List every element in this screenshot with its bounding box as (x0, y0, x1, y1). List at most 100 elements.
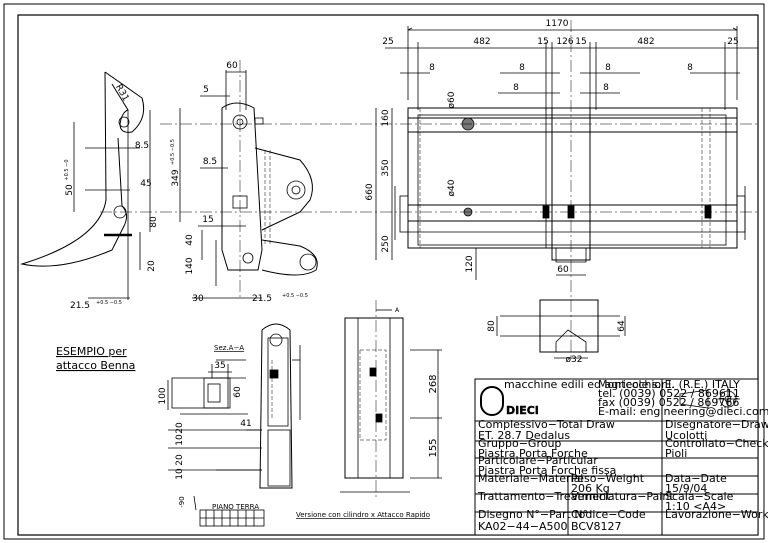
dim-64-pin: 64 (617, 320, 627, 332)
piano-terra-label: PIANO TERRA (212, 503, 259, 511)
dim-side-21-5-center-tol: +0.5 −0.5 (282, 293, 308, 299)
particolare-label: Particolare−Particular (478, 454, 598, 467)
dim-482-left: 482 (473, 37, 490, 47)
cylinder-view (340, 300, 442, 500)
dim-side-80: 80 (149, 216, 159, 228)
peso-label: Peso−Weight (571, 472, 645, 485)
dim-8-a: 8 (429, 63, 435, 73)
disegnatore-value: Ucolotti (665, 429, 707, 442)
dim-160: 160 (381, 109, 391, 126)
dim-detail-10-a: 10 (175, 434, 185, 446)
dim-detail-20-b: 20 (175, 454, 185, 466)
dim-8-e: 8 (513, 83, 519, 93)
dim-side-5: 5 (203, 85, 209, 95)
dim-detail-35: 35 (214, 361, 225, 371)
gruppo-value: Piastra Porta Forche (478, 447, 588, 460)
dim-detail-268: 268 (428, 374, 439, 393)
dim-side-15: 15 (202, 215, 213, 225)
dim-dia40: ø40 (447, 179, 457, 196)
lavorazione-label: Lavorazione−Working (665, 508, 768, 521)
company-logo: DIECI (506, 404, 539, 417)
section-a-a (216, 323, 301, 489)
dim-side-20: 20 (147, 260, 157, 272)
dim-25-left: 25 (382, 37, 393, 47)
dim-8-c: 8 (605, 63, 611, 73)
dim-side-45: 45 (140, 179, 151, 189)
disegnatore-label: Disegnatore−Drawn (665, 418, 768, 431)
dim-60-front: 60 (557, 265, 569, 275)
dim-side-30: 30 (192, 294, 204, 304)
bucket-hook (20, 71, 151, 300)
trattamento-label: Trattamento−Treatment (477, 490, 611, 503)
codice-value: BCV8127 (571, 520, 622, 533)
dim-8-f: 8 (603, 83, 609, 93)
ground-symbol (193, 495, 265, 527)
dim-detail-60: 60 (233, 386, 243, 398)
dim-detail-41: 41 (240, 419, 251, 429)
company-fax: fax (0039) 0522 / 869766 (598, 396, 739, 409)
esempio-line1: ESEMPIO per (56, 345, 127, 358)
peso-value: 206 Kg (571, 482, 610, 495)
dim-25-right: 25 (727, 37, 738, 47)
dim-side-50: 50 (65, 184, 75, 196)
dim-side-40: 40 (185, 234, 195, 246)
dim-dia60: ø60 (447, 91, 457, 108)
disegno-value: KA02−44−A500 (478, 520, 568, 533)
dim-dia32: ø32 (566, 355, 583, 365)
dim-126: 126 (556, 37, 573, 47)
dim-8-b: 8 (519, 63, 525, 73)
codice-label: Codice−Code (571, 508, 646, 521)
inner-border (17, 14, 759, 536)
left-detail (167, 364, 262, 471)
complessivo-label: Complessivo−Total Draw (478, 418, 615, 431)
company-details: Montecchio E. (R.E.) ITALY (598, 378, 740, 391)
controllato-label: Controllato−Checked (665, 437, 768, 450)
dim-side-60: 60 (226, 61, 238, 71)
dim-350: 350 (381, 159, 391, 176)
drawing-labels: ESEMPIO per attacco Benna Sez.A−A A PIAN… (56, 307, 430, 519)
scala-value: 1:10 <A4> (665, 500, 726, 513)
dim-side-8-5-left: 8.5 (135, 141, 149, 151)
dim-1170: 1170 (546, 19, 569, 29)
projection-symbol-icon (679, 387, 740, 411)
complessivo-value: ET. 28.7 Dedalus (478, 429, 570, 442)
dim-detail-90: -90 (178, 496, 186, 507)
section-label: Sez.A−A (214, 344, 244, 352)
dim-side-349: 349 (171, 169, 181, 186)
dim-side-50-tol: +0.5 −0 (64, 159, 70, 180)
data-value: 15/9/04 (665, 482, 707, 495)
gruppo-label: Gruppo−Group (478, 437, 561, 450)
dim-120: 120 (465, 255, 475, 272)
dim-side-21-5-left-tol: +0.5 −0.5 (96, 300, 122, 306)
esempio-line2: attacco Benna (56, 359, 135, 372)
side-view (179, 60, 318, 300)
dim-r31: R31 (113, 83, 131, 103)
dim-side-21-5-left: 21.5 (70, 301, 90, 311)
dim-side-8-5-center: 8.5 (203, 157, 217, 167)
dim-660: 660 (365, 183, 375, 200)
verniciatura-label: Verniciatura−Paint (571, 490, 674, 503)
controllato-value: Pioli (665, 447, 687, 460)
dim-15-right: 15 (575, 37, 586, 47)
dim-detail-20: 20 (175, 422, 185, 434)
dim-detail-100: 100 (158, 387, 168, 404)
versione-label: Versione con cilindro x Attacco Rapido (296, 511, 430, 519)
dim-side-21-5-center: 21.5 (252, 294, 272, 304)
dim-detail-155: 155 (428, 438, 439, 457)
title-block: DIECI macchine edili ed agricole s.r.l. … (474, 378, 768, 536)
company-email: E-mail: engineering@dieci.com (598, 405, 768, 418)
dim-80-pin: 80 (487, 320, 497, 332)
dimension-labels: 1170 25 482 15 126 15 482 25 8 8 8 8 8 8… (64, 19, 739, 508)
particolare-value: Piastra Porta Forche fissa (478, 464, 616, 477)
dim-15-left: 15 (537, 37, 548, 47)
pin-detail (496, 299, 626, 359)
dim-side-140: 140 (185, 257, 195, 274)
data-label: Data−Date (665, 472, 727, 485)
front-view (100, 20, 760, 360)
company-name: macchine edili ed agricole s.r.l. (504, 378, 675, 391)
dim-side-349-tol: +0.5 −0.5 (170, 139, 176, 165)
dim-482-right: 482 (637, 37, 654, 47)
dim-250: 250 (381, 235, 391, 252)
disegno-label: Disegno N°−Part N° (478, 508, 588, 521)
